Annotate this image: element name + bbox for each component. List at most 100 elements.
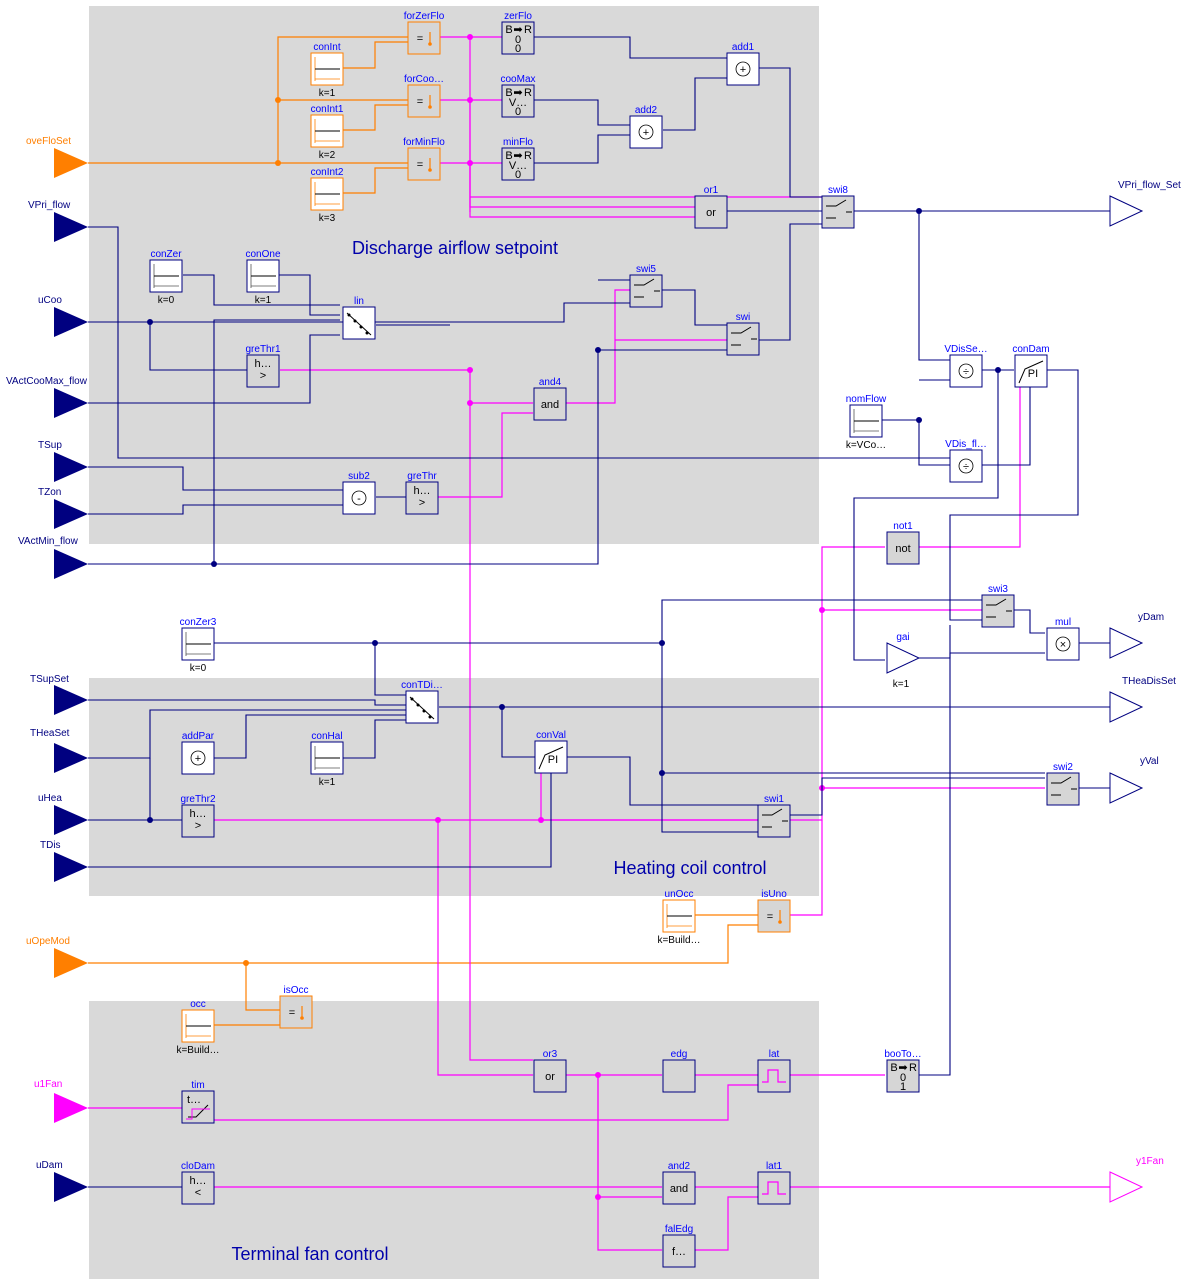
input-port-VActMin_flow[interactable]: VActMin_flow bbox=[18, 536, 88, 579]
output-port-VPri_flow_Set[interactable]: VPri_flow_Set bbox=[1109, 180, 1181, 227]
block-forCoo[interactable]: forCoo…= bbox=[404, 74, 444, 118]
input-port-uOpeMod[interactable]: uOpeMod bbox=[26, 936, 88, 978]
block-label: swi bbox=[736, 312, 750, 323]
port-label: u1Fan bbox=[34, 1079, 62, 1090]
block-forMinFlo[interactable]: forMinFlo= bbox=[403, 137, 445, 181]
block-lat1[interactable]: lat1 bbox=[757, 1161, 791, 1205]
block-text: + bbox=[643, 127, 649, 139]
block-unOcc[interactable]: unOcck=Build… bbox=[657, 889, 700, 946]
block-text: > bbox=[260, 370, 266, 382]
input-port-uCoo[interactable]: uCoo bbox=[38, 295, 88, 337]
block-label: edg bbox=[671, 1049, 688, 1060]
input-port-TSup[interactable]: TSup bbox=[38, 440, 88, 482]
block-edg[interactable]: edg bbox=[662, 1049, 696, 1093]
block-label: greThr bbox=[407, 471, 437, 482]
block-swi2[interactable]: swi2 bbox=[1046, 762, 1080, 806]
block-forZerFlo[interactable]: forZerFlo= bbox=[404, 11, 445, 55]
block-booTo[interactable]: booTo…B➡R01 bbox=[884, 1049, 921, 1093]
block-label: forCoo… bbox=[404, 74, 444, 85]
block-VDisSe[interactable]: VDisSe…÷ bbox=[944, 344, 988, 388]
block-text: 1 bbox=[900, 1081, 906, 1093]
block-addPar[interactable]: addPar+ bbox=[181, 731, 215, 775]
block-text: + bbox=[740, 64, 746, 76]
block-label: conDam bbox=[1012, 344, 1049, 355]
block-sub2[interactable]: sub2- bbox=[342, 471, 376, 515]
input-port-VActCooMax_flow[interactable]: VActCooMax_flow bbox=[6, 376, 88, 418]
block-and2[interactable]: and2 and bbox=[662, 1161, 696, 1205]
block-swi3[interactable]: swi3 bbox=[981, 584, 1015, 628]
block-swi1[interactable]: swi1 bbox=[757, 794, 791, 838]
block-param: k=VCo… bbox=[846, 440, 886, 451]
block-label: VDis_fl… bbox=[945, 439, 987, 450]
block-text: h… bbox=[189, 808, 206, 820]
output-port-yVal[interactable]: yVal bbox=[1109, 756, 1159, 804]
input-port-uDam[interactable]: uDam bbox=[36, 1160, 88, 1202]
block-add2[interactable]: add2+ bbox=[629, 105, 663, 149]
port-label: yDam bbox=[1138, 612, 1164, 623]
block-param: k=1 bbox=[319, 777, 336, 788]
block-mul[interactable]: mul× bbox=[1046, 617, 1080, 661]
block-text: h… bbox=[189, 1175, 206, 1187]
output-port-y1Fan[interactable]: y1Fan bbox=[1109, 1156, 1164, 1203]
input-port-oveFloSet[interactable]: oveFloSet bbox=[26, 136, 88, 178]
block-lin[interactable]: lin bbox=[342, 296, 376, 340]
block-label: conInt bbox=[313, 42, 340, 53]
block-label: swi5 bbox=[636, 264, 656, 275]
block-nomFlow[interactable]: nomFlowk=VCo… bbox=[846, 394, 887, 451]
block-text: and bbox=[670, 1183, 688, 1195]
block-swi8[interactable]: swi8 bbox=[821, 185, 855, 229]
block-label: falEdg bbox=[665, 1224, 693, 1235]
block-label: and2 bbox=[668, 1161, 691, 1172]
block-label: addPar bbox=[182, 731, 215, 742]
output-port-THeaDisSet[interactable]: THeaDisSet bbox=[1109, 676, 1176, 723]
block-VDis_fl[interactable]: VDis_fl…÷ bbox=[945, 439, 987, 483]
input-port-uHea[interactable]: uHea bbox=[38, 793, 88, 835]
block-label: isUno bbox=[761, 889, 787, 900]
block-conTDi[interactable]: conTDi… bbox=[401, 680, 443, 724]
input-port-TSupSet[interactable]: TSupSet bbox=[30, 674, 88, 715]
input-port-THeaSet[interactable]: THeaSet bbox=[30, 728, 88, 773]
block-tim[interactable]: timt… bbox=[181, 1080, 215, 1124]
input-port-VPri_flow[interactable]: VPri_flow bbox=[28, 200, 88, 242]
output-port-yDam[interactable]: yDam bbox=[1109, 612, 1164, 659]
block-lat[interactable]: lat bbox=[757, 1049, 791, 1093]
block-add1[interactable]: add1+ bbox=[726, 42, 760, 86]
block-param: k=1 bbox=[893, 679, 910, 690]
block-swi5[interactable]: swi5 bbox=[629, 264, 663, 308]
block-falEdg[interactable]: falEdgf… bbox=[662, 1224, 696, 1268]
input-port-TDis[interactable]: TDis bbox=[40, 840, 88, 882]
input-port-TZon[interactable]: TZon bbox=[38, 487, 88, 529]
block-text: V… bbox=[509, 160, 527, 172]
block-isOcc[interactable]: isOcc= bbox=[279, 985, 313, 1029]
block-text: PI bbox=[548, 754, 558, 766]
block-occ[interactable]: occk=Build… bbox=[176, 999, 219, 1056]
block-swi[interactable]: swi bbox=[726, 312, 760, 356]
block-isUno[interactable]: isUno= bbox=[757, 889, 791, 933]
block-param: k=Build… bbox=[176, 1045, 219, 1056]
block-text: R bbox=[524, 150, 532, 162]
port-label: TSupSet bbox=[30, 674, 69, 685]
block-label: cooMax bbox=[500, 74, 535, 85]
input-port-u1Fan[interactable]: u1Fan bbox=[34, 1079, 88, 1123]
